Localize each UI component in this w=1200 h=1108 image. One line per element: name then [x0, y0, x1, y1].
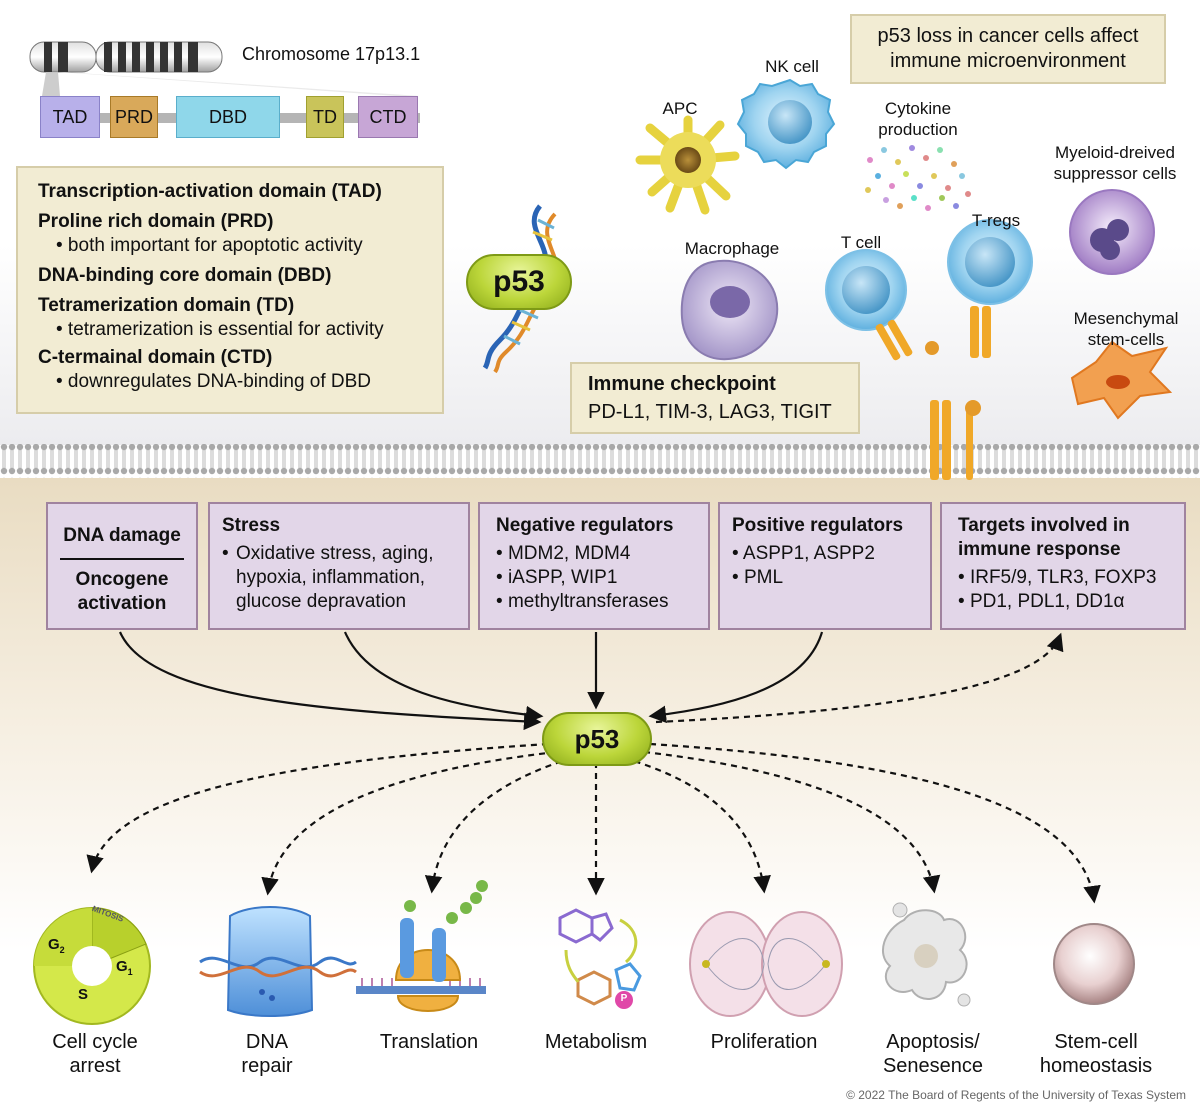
- t-cell-icon: [825, 249, 939, 361]
- td-heading: Tetramerization domain (TD): [38, 295, 295, 316]
- domain-tad: TAD: [40, 96, 100, 138]
- s-phase-label: S: [78, 986, 89, 1003]
- ctd-note: • downregulates DNA-binding of DBD: [56, 371, 372, 392]
- apc-label: APC: [662, 99, 698, 118]
- negative-item: methyltransferases: [496, 590, 708, 614]
- g2-label: G2: [48, 936, 65, 955]
- domain-dbd: DBD: [176, 96, 280, 138]
- metabolism-label: Metabolism: [544, 1031, 648, 1053]
- stem-cell-icon: [1053, 923, 1135, 1005]
- targets-item: IRF5/9, TLR3, FOXP3: [958, 566, 1184, 590]
- targets-item: PD1, PDL1, DD1α: [958, 590, 1184, 614]
- p53-protein-top: p53: [466, 254, 572, 310]
- p53-hub: p53: [542, 712, 652, 766]
- negative-regulators-box: Negative regulators MDM2, MDM4 iASPP, WI…: [478, 502, 710, 630]
- macrophage-label: Macrophage: [684, 239, 780, 258]
- msc-cell-icon: [1070, 340, 1173, 420]
- dna-repair-icon: [199, 906, 357, 1017]
- output-arrows: [86, 742, 1101, 904]
- stress-box: Stress • Oxidative stress, aging, hypoxia…: [208, 502, 470, 630]
- dna-repair-label: DNA repair: [241, 1031, 293, 1077]
- dna-damage-label: DNA damage: [63, 525, 181, 546]
- stress-item-text: Oxidative stress, aging, hypoxia, inflam…: [236, 543, 434, 612]
- metabolism-pathway-icon: [558, 908, 642, 1009]
- checkpoint-title: Immune checkpoint: [588, 373, 776, 395]
- dna-damage-box: DNA damage Oncogene activation: [46, 502, 198, 630]
- stress-title: Stress: [222, 515, 281, 536]
- apoptosis-label: Apoptosis/ Senesence: [882, 1031, 984, 1077]
- chromosome-label: Chromosome 17p13.1: [242, 44, 421, 64]
- td-note: • tetramerization is essential for activ…: [56, 319, 384, 340]
- targets-title: Targets involved in immune response: [958, 515, 1130, 560]
- cell-cycle-wheel-icon: [33, 907, 151, 1025]
- negative-item: MDM2, MDM4: [496, 542, 708, 566]
- copyright-text: © 2022 The Board of Regents of the Unive…: [846, 1088, 1186, 1102]
- macrophage-cell-icon: [680, 259, 779, 361]
- myeloid-cell-icon: [1069, 189, 1155, 275]
- dbd-heading: DNA-binding core domain (DBD): [38, 265, 332, 286]
- ctd-heading: C-termainal domain (CTD): [38, 347, 273, 368]
- positive-list: ASPP1, ASPP2 PML: [732, 542, 930, 590]
- g1-sub: 1: [127, 967, 133, 977]
- negative-title: Negative regulators: [496, 515, 674, 536]
- domain-prd: PRD: [110, 96, 158, 138]
- stem-cell-label: Stem-cell homeostasis: [1039, 1031, 1153, 1077]
- g2-letter: G: [48, 936, 60, 953]
- t-cell-label: T cell: [840, 233, 882, 252]
- domain-info-box: Transcription-activation domain (TAD) Pr…: [16, 166, 444, 414]
- immune-targets-box: Targets involved in immune response IRF5…: [940, 502, 1186, 630]
- positive-regulators-box: Positive regulators ASPP1, ASPP2 PML: [718, 502, 932, 630]
- bullet: •: [222, 543, 229, 564]
- proliferation-label: Proliferation: [710, 1031, 818, 1053]
- prd-note: • both important for apoptotic activity: [56, 235, 363, 256]
- negative-item: iASPP, WIP1: [496, 566, 708, 590]
- domain-td: TD: [306, 96, 344, 138]
- stress-item: • Oxidative stress, aging, hypoxia, infla…: [222, 542, 468, 614]
- domain-ctd: CTD: [358, 96, 418, 138]
- immune-checkpoint-box: Immune checkpoint PD-L1, TIM-3, LAG3, TI…: [570, 362, 860, 434]
- treg-cell-icon: [947, 219, 1033, 358]
- translation-ribosome-icon: [356, 880, 488, 1012]
- nk-cell-icon: [736, 78, 836, 170]
- cell-membrane: [0, 444, 1200, 478]
- targets-list: IRF5/9, TLR3, FOXP3 PD1, PDL1, DD1α: [958, 566, 1184, 614]
- apoptosis-cell-icon: [881, 902, 971, 1007]
- translation-label: Translation: [379, 1031, 479, 1053]
- negative-list: MDM2, MDM4 iASPP, WIP1 methyltransferase…: [496, 542, 708, 614]
- cell-cycle-arrest-label: Cell cycle arrest: [52, 1031, 138, 1077]
- g1-label: G1: [116, 958, 133, 977]
- immune-title-box: p53 loss in cancer cells affect immune m…: [850, 14, 1166, 84]
- positive-item: PML: [732, 566, 930, 590]
- t-regs-label: T-regs: [971, 211, 1021, 230]
- divider: [60, 558, 184, 560]
- checkpoint-items: PD-L1, TIM-3, LAG3, TIGIT: [588, 401, 832, 423]
- msc-label: Mesenchymal stem-cells: [1073, 309, 1179, 349]
- cytokine-dots-icon: [865, 145, 971, 211]
- prd-heading: Proline rich domain (PRD): [38, 211, 274, 232]
- nk-cell-label: NK cell: [765, 57, 819, 76]
- cytokine-label: Cytokine production: [878, 99, 958, 139]
- oncogene-label: Oncogene activation: [75, 569, 169, 614]
- positive-item: ASPP1, ASPP2: [732, 542, 930, 566]
- g2-sub: 2: [59, 945, 65, 955]
- myeloid-label: Myeloid-dreived suppressor cells: [1053, 143, 1177, 183]
- g1-letter: G: [116, 958, 128, 975]
- tad-heading: Transcription-activation domain (TAD): [38, 181, 382, 202]
- positive-title: Positive regulators: [732, 515, 904, 536]
- phosphate-label: P: [620, 993, 628, 1004]
- proliferation-dividing-cell-icon: [689, 911, 843, 1017]
- membrane-receptor-icon: [930, 400, 981, 480]
- apc-cell-icon: [635, 115, 740, 215]
- input-arrows: [118, 631, 1064, 731]
